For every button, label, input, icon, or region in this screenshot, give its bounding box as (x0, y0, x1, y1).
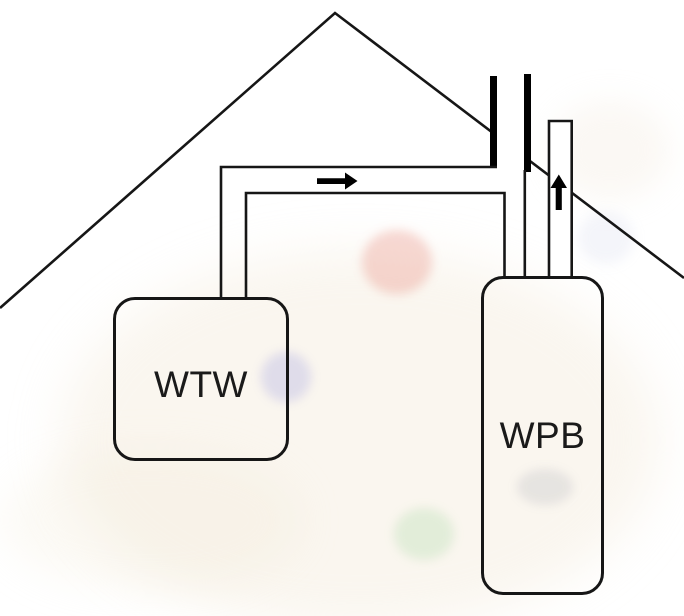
roof-outline (0, 11, 684, 309)
wpb-unit-label: WPB (499, 414, 586, 456)
vent-pipe-outline (547, 119, 574, 278)
supply-duct-outer (219, 165, 497, 298)
wpb-unit-box: WPB (481, 276, 604, 595)
flow-right-arrow-icon (317, 172, 358, 190)
wtw-unit-box: WTW (113, 297, 289, 461)
wtw-unit-label: WTW (154, 364, 248, 405)
supply-duct-inner (244, 191, 506, 298)
flow-up-arrow-icon (550, 174, 567, 210)
